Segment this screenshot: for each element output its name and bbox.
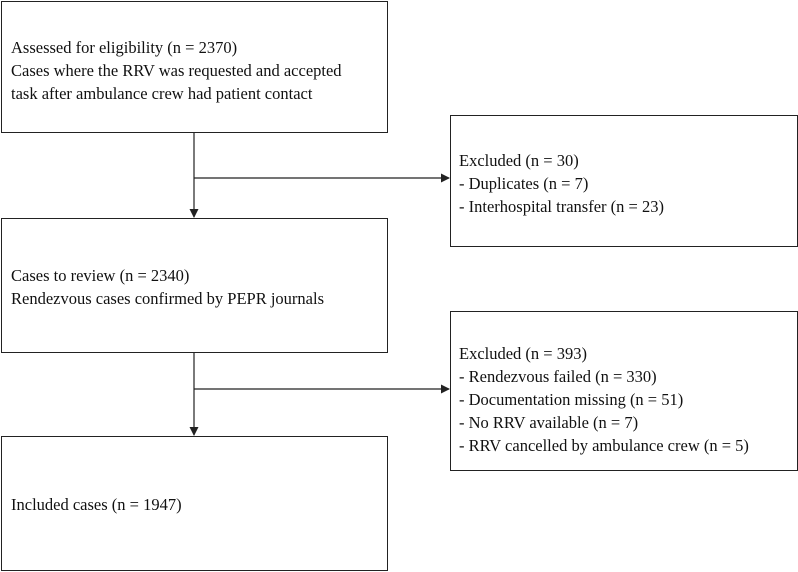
excluded-first-box: Excluded (n = 30) - Duplicates (n = 7) -… [450,115,798,247]
excluded-second-item-no-rrv: - No RRV available (n = 7) [459,413,639,432]
assessed-description-line-2: task after ambulance crew had patient co… [11,84,313,103]
review-description: Rendezvous cases confirmed by PEPR journ… [11,289,324,308]
excluded-second-title: Excluded (n = 393) [459,344,587,363]
excluded-second-box: Excluded (n = 393) - Rendezvous failed (… [450,311,798,471]
included-title: Included cases (n = 1947) [11,495,182,514]
excluded-second-item-rrv-cancelled: - RRV cancelled by ambulance crew (n = 5… [459,436,749,455]
excluded-second-item-rendezvous-failed: - Rendezvous failed (n = 330) [459,367,657,386]
excluded-first-title: Excluded (n = 30) [459,151,579,170]
assessed-description-line-1: Cases where the RRV was requested and ac… [11,61,342,80]
review-title: Cases to review (n = 2340) [11,266,190,285]
excluded-first-item-interhospital: - Interhospital transfer (n = 23) [459,197,664,216]
included-box: Included cases (n = 1947) [1,436,388,571]
assessed-title: Assessed for eligibility (n = 2370) [11,38,238,57]
excluded-second-item-documentation-missing: - Documentation missing (n = 51) [459,390,684,409]
assessed-box: Assessed for eligibility (n = 2370) Case… [1,1,388,133]
review-box: Cases to review (n = 2340) Rendezvous ca… [1,218,388,353]
excluded-first-item-duplicates: - Duplicates (n = 7) [459,174,589,193]
